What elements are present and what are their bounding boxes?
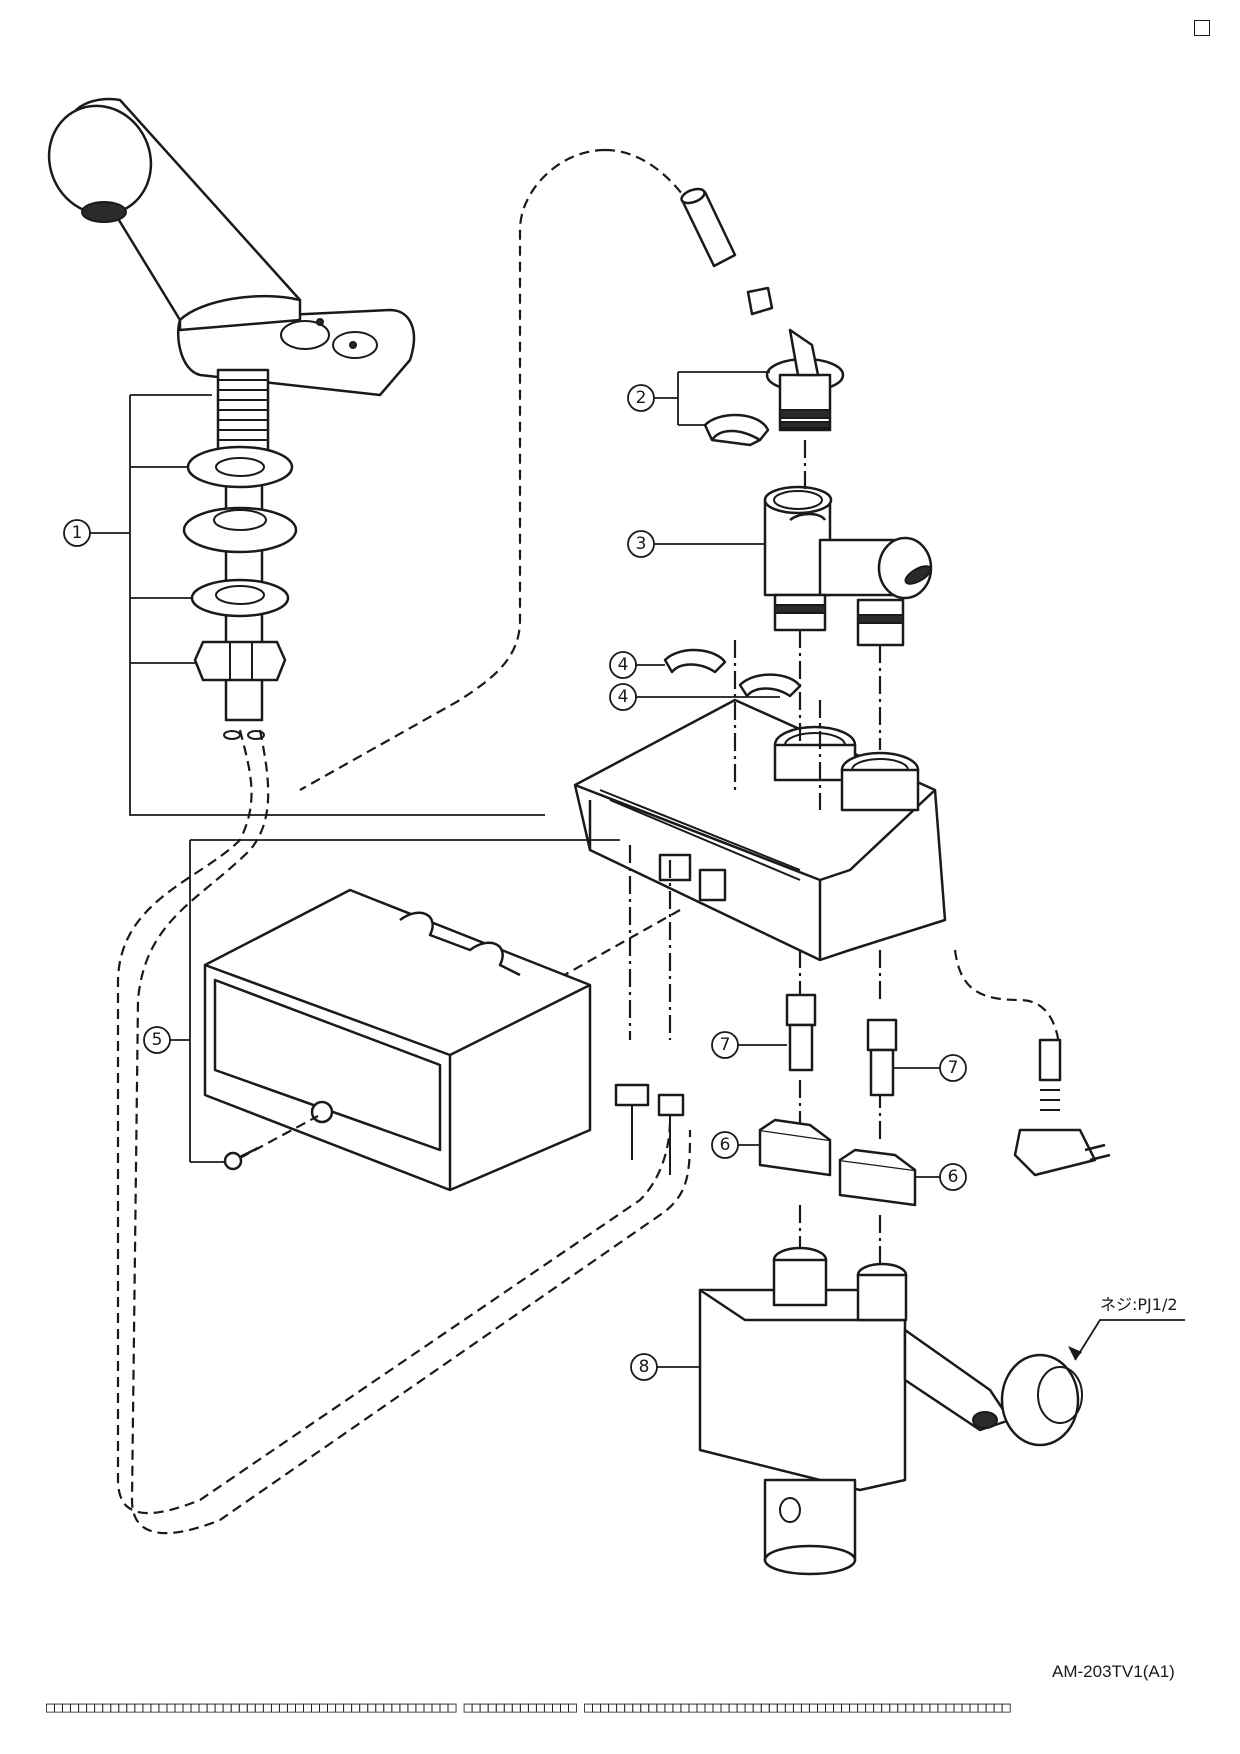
solenoid-valve-unit xyxy=(698,1246,1083,1576)
callout-4-lower-number: 4 xyxy=(618,687,629,707)
cartridge-cap xyxy=(765,328,845,432)
callout-2: 2 xyxy=(627,384,655,412)
callout-1-leader xyxy=(90,394,545,816)
callout-2-number: 2 xyxy=(636,388,647,408)
power-plug xyxy=(1013,1038,1111,1177)
bracket-6-left xyxy=(758,1118,832,1177)
callout-5-leader xyxy=(170,839,620,1163)
retaining-clip-4-lower xyxy=(738,673,802,698)
corner-checkbox-marker xyxy=(1194,20,1210,36)
callout-7-leaders xyxy=(738,1044,940,1069)
faucet-spout xyxy=(47,97,416,397)
callout-1-number: 1 xyxy=(72,523,83,543)
faucet-shank-assembly xyxy=(182,368,298,740)
retaining-clip-4-upper xyxy=(663,648,727,674)
callout-6-left: 6 xyxy=(711,1131,739,1159)
control-valve-body xyxy=(573,698,947,962)
callout-4-upper: 4 xyxy=(609,651,637,679)
callout-4-lower: 4 xyxy=(609,683,637,711)
callout-4-leaders xyxy=(636,664,780,698)
callout-3-number: 3 xyxy=(636,534,647,554)
callout-1: 1 xyxy=(63,519,91,547)
top-hose-connector xyxy=(680,187,774,316)
callout-4-upper-number: 4 xyxy=(618,655,629,675)
callout-5: 5 xyxy=(143,1026,171,1054)
callout-6-left-number: 6 xyxy=(720,1135,731,1155)
callout-8-number: 8 xyxy=(639,1357,650,1377)
screw xyxy=(223,1146,259,1171)
callout-6-right: 6 xyxy=(939,1163,967,1191)
callout-8: 8 xyxy=(630,1353,658,1381)
model-code-label: AM-203TV1(A1) xyxy=(1052,1662,1175,1681)
assembly-axis-lines xyxy=(628,440,882,1265)
callout-3: 3 xyxy=(627,530,655,558)
callout-5-number: 5 xyxy=(152,1030,163,1050)
callout-7-right: 7 xyxy=(939,1054,967,1082)
valve-stem-right xyxy=(866,1018,898,1097)
thread-spec-label: ネジ:PJ1/2 xyxy=(1100,1295,1178,1314)
callout-6-right-number: 6 xyxy=(948,1167,959,1187)
retaining-clip-2 xyxy=(703,413,770,447)
footer-text: □□□□□□□□□□□□□□□□□□□□□□□□□□□□□□□□□□□□□□□□… xyxy=(46,1698,1011,1716)
tee-fitting xyxy=(763,485,933,647)
callout-6-leaders xyxy=(738,1144,940,1178)
bracket-6-right xyxy=(838,1148,917,1207)
wire-connectors xyxy=(614,1083,685,1175)
callout-7-left-number: 7 xyxy=(720,1035,731,1055)
cover-box xyxy=(203,888,592,1192)
thread-note-leader xyxy=(1068,1319,1185,1361)
callout-2-leader xyxy=(654,371,770,426)
valve-stem-left xyxy=(785,993,817,1072)
callout-7-right-number: 7 xyxy=(948,1058,959,1078)
callout-7-left: 7 xyxy=(711,1031,739,1059)
